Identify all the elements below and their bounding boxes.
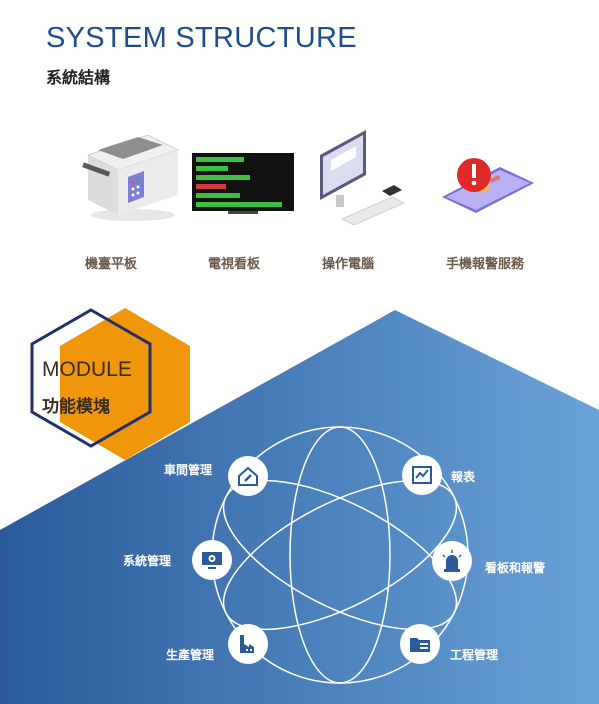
- system-node: [192, 540, 232, 580]
- orbit-lines: [211, 426, 469, 684]
- module-label-workshop: 車間管理: [164, 463, 213, 477]
- module-hex-orange: [60, 308, 190, 460]
- engineering-node: [400, 624, 440, 664]
- alarm-node: [432, 541, 472, 581]
- module-label-system: 系統管理: [123, 554, 172, 568]
- alarm-light-icon: [442, 550, 462, 572]
- workshop-icon: [238, 466, 258, 486]
- module-label-report: 報表: [451, 470, 476, 484]
- device-label-computer: 操作電腦: [321, 257, 375, 272]
- phone-alert-icon: [430, 115, 540, 225]
- module-subtitle: 功能模塊: [42, 397, 110, 417]
- report-node: [402, 455, 442, 495]
- computer-icon: [306, 115, 416, 225]
- device-label-phone-alert: 手機報警服務: [445, 257, 525, 272]
- module-label-alarm: 看板和報警: [485, 561, 546, 575]
- folder-icon: [410, 638, 430, 652]
- factory-icon: [240, 635, 254, 653]
- settings-monitor-icon: [202, 552, 222, 569]
- device-label-machine-tablet: 機臺平板: [84, 257, 138, 272]
- production-node: [228, 624, 268, 664]
- machine-tablet-icon: [78, 115, 188, 225]
- module-title: MODULE: [42, 358, 132, 381]
- device-label-tv-board: 電視看板: [207, 257, 261, 272]
- module-hex-outline: [30, 308, 152, 448]
- page-subtitle: 系統結構: [46, 68, 111, 87]
- tv-board-icon: [188, 115, 298, 225]
- page-title: SYSTEM STRUCTURE: [46, 22, 357, 54]
- report-icon: [412, 466, 432, 484]
- workshop-node: [228, 456, 268, 496]
- module-label-engineering: 工程管理: [450, 648, 499, 662]
- module-label-production: 生產管理: [166, 648, 215, 662]
